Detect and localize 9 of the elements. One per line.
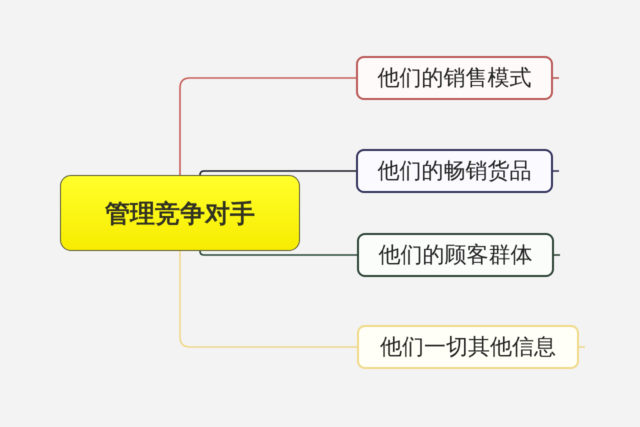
topic-box: 他们的销售模式 — [356, 56, 553, 100]
central-topic-box: 管理竞争对手 — [60, 175, 300, 251]
topic-box: 他们的顾客群体 — [357, 233, 554, 277]
branch-line — [179, 251, 357, 348]
topic-box: 他们的畅销货品 — [356, 149, 553, 193]
topic-box: 他们一切其他信息 — [357, 325, 579, 369]
branch-line — [179, 77, 356, 175]
branch-line — [199, 170, 356, 176]
branch-line — [199, 250, 357, 256]
